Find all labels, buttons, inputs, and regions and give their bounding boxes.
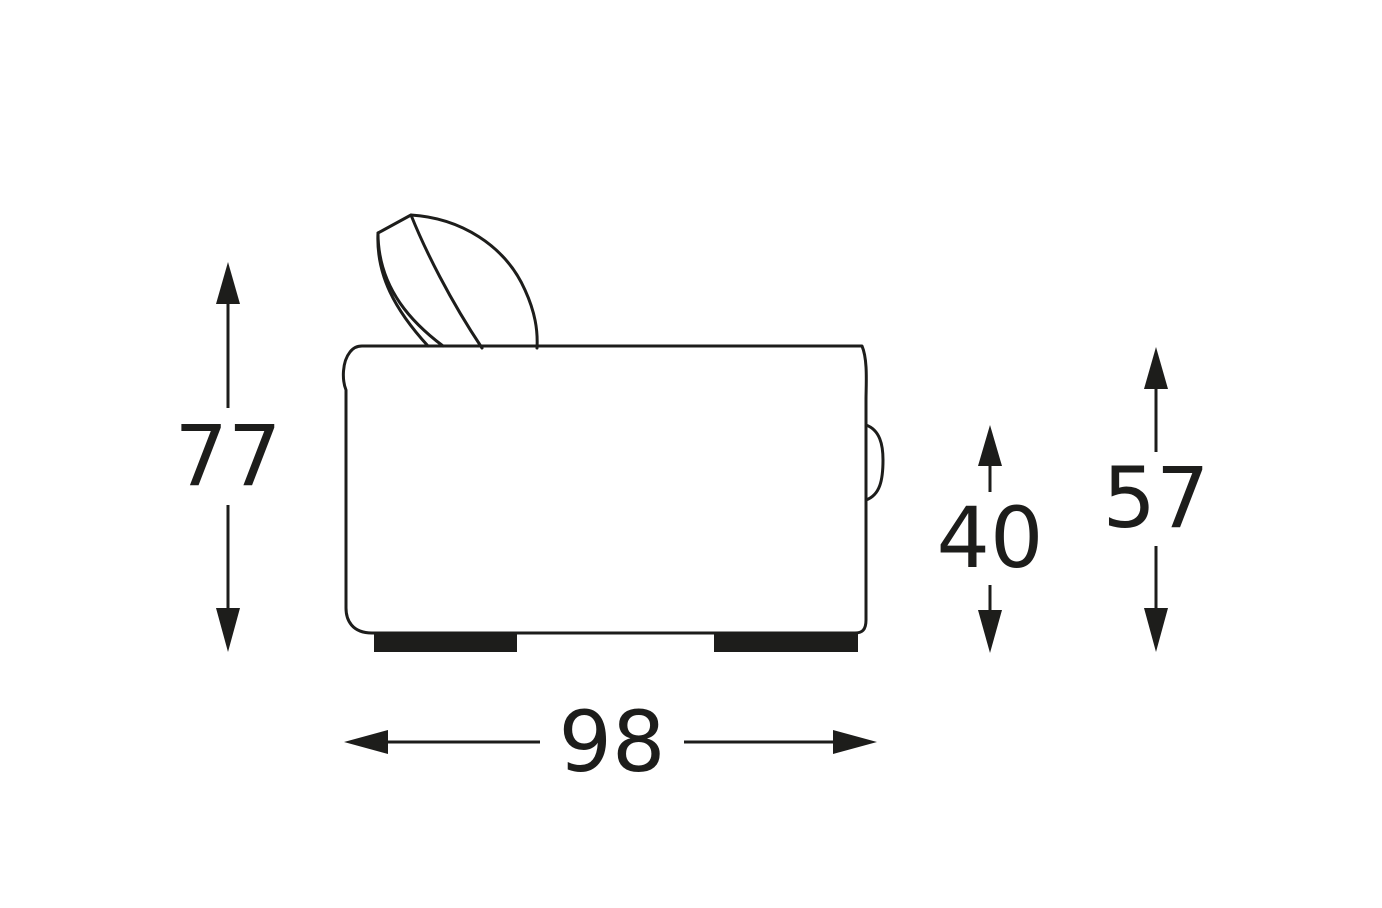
arrow-up-icon xyxy=(1144,347,1168,389)
arrow-up-icon xyxy=(978,425,1002,466)
depth-dimension: 98 xyxy=(344,693,877,791)
seat-height-label: 40 xyxy=(937,489,1044,587)
arrow-down-icon xyxy=(1144,608,1168,652)
back-foot xyxy=(714,632,858,652)
arm-height-dimension: 57 xyxy=(1103,347,1210,652)
overall-height-label: 77 xyxy=(175,407,282,505)
arm-bolster xyxy=(864,423,885,502)
arrow-left-icon xyxy=(344,730,388,754)
seat-height-dimension: 40 xyxy=(937,425,1044,653)
arrow-down-icon xyxy=(978,610,1002,653)
front-foot xyxy=(374,632,517,652)
arrow-down-icon xyxy=(216,608,240,652)
sofa-side-view xyxy=(341,213,885,652)
arm-height-label: 57 xyxy=(1103,449,1210,547)
sofa-body xyxy=(341,344,868,635)
arrow-up-icon xyxy=(216,262,240,304)
depth-label: 98 xyxy=(559,693,666,791)
back-cushion-seam xyxy=(409,213,484,350)
back-cushion xyxy=(376,213,539,350)
arrow-right-icon xyxy=(833,730,877,754)
back-cushion-side-seam xyxy=(376,231,430,348)
overall-height-dimension: 77 xyxy=(175,262,282,652)
